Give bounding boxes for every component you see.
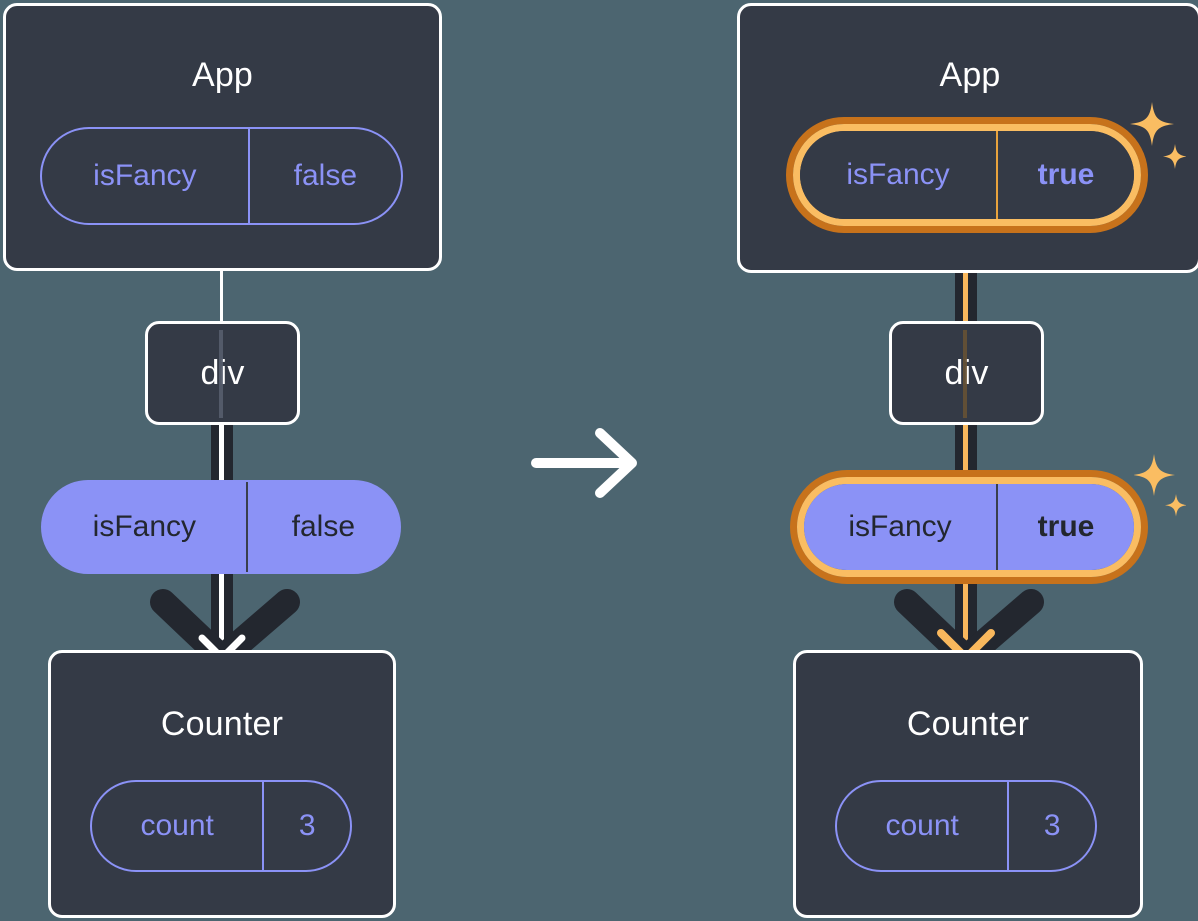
counter-state-value-right: 3	[1007, 782, 1095, 870]
connector-app-to-div-left	[220, 268, 223, 324]
counter-title-left: Counter	[160, 705, 284, 743]
app-state-key-left: isFancy	[93, 159, 197, 192]
prop-pill-right[interactable]: isFancy true	[804, 484, 1134, 570]
counter-state-pill-right[interactable]: count 3	[835, 780, 1097, 872]
counter-state-value-left: 3	[262, 782, 350, 870]
counter-state-key-right: count	[885, 809, 959, 842]
sparkle-icon-app-right	[1130, 102, 1186, 169]
div-passthrough-line-right	[963, 330, 967, 418]
prop-highlight-ring-right	[790, 470, 1148, 584]
app-state-pill-left[interactable]: isFancy false	[40, 127, 403, 225]
app-state-value-left: false	[247, 129, 401, 223]
prop-key-right: isFancy	[848, 510, 952, 543]
app-state-highlight-ring-right	[786, 117, 1148, 233]
app-state-key-right: isFancy	[846, 158, 950, 191]
app-state-value-right: true	[996, 131, 1134, 219]
prop-pill-left[interactable]: isFancy false	[41, 480, 401, 574]
app-title-right: App	[939, 56, 1001, 94]
transition-right-arrow-icon	[531, 428, 637, 498]
counter-state-key-left: count	[140, 809, 214, 842]
counter-title-right: Counter	[906, 705, 1030, 743]
div-passthrough-line-left	[219, 330, 223, 418]
prop-value-right: true	[996, 484, 1134, 570]
sparkle-icon-prop-right	[1134, 454, 1186, 517]
counter-state-pill-left[interactable]: count 3	[90, 780, 352, 872]
app-state-pill-right[interactable]: isFancy true	[800, 131, 1134, 219]
app-title-left: App	[191, 56, 254, 94]
prop-key-left: isFancy	[92, 510, 197, 543]
prop-value-left: false	[245, 482, 399, 572]
